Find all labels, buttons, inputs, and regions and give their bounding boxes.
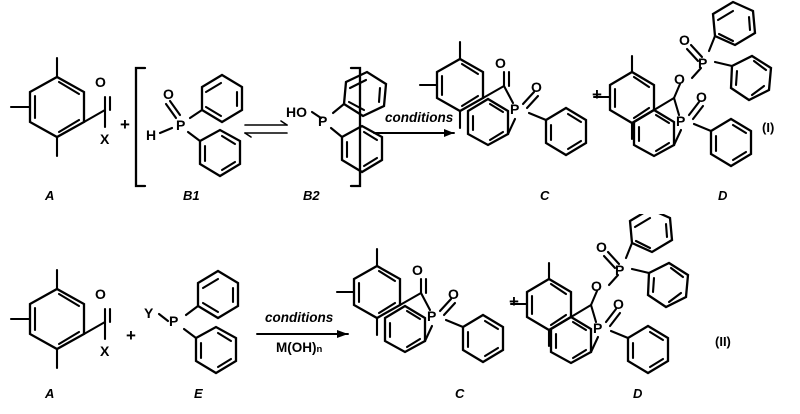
- structure-label-d-2: D: [633, 386, 643, 401]
- tautomer-bracket-left: [134, 66, 147, 188]
- atom-label-o-c2-ketone: O: [412, 262, 423, 278]
- structure-label-a-1: A: [45, 188, 55, 203]
- structure-label-d-1: D: [718, 188, 728, 203]
- structure-label-e: E: [194, 386, 203, 401]
- metal-hydroxide-formula: M(OH): [276, 340, 317, 355]
- structure-label-b1: B1: [183, 188, 200, 203]
- atom-label-o-a1: O: [95, 74, 106, 90]
- structure-label-c-2: C: [455, 386, 465, 401]
- reaction-conditions-label-1: conditions: [385, 110, 454, 125]
- structure-label-a-2: A: [45, 386, 55, 401]
- equation-two-graphic: X O + Y P: [9, 214, 690, 375]
- equation-number-2: (II): [715, 334, 731, 349]
- plus-sign-2: +: [592, 85, 602, 104]
- compound-a-mesityl-ring: [9, 56, 112, 158]
- equilibrium-arrow: [244, 120, 288, 138]
- atom-label-o-c1-ketone: O: [495, 55, 506, 71]
- atom-label-p-d2-bottom: P: [593, 320, 602, 336]
- atom-label-o-d1-ester: O: [674, 71, 685, 87]
- atom-label-y-e: Y: [144, 305, 154, 321]
- compound-d-bisphosphorus-1: [592, 0, 773, 168]
- compound-c-acylphosphine-oxide-2: [335, 247, 505, 364]
- compound-d-bisphosphorus-2: [509, 214, 690, 375]
- atom-label-o-d2-phosphoryl-top: O: [596, 239, 607, 255]
- reaction-conditions-label-2: conditions: [265, 310, 334, 325]
- compound-c-acylphosphine-oxide-1: [418, 40, 588, 157]
- atom-label-o-d2-phosphoryl-bottom: O: [613, 296, 624, 312]
- atom-label-o-c2-phosphoryl: O: [448, 286, 459, 302]
- reaction-arrow-two: [256, 330, 349, 338]
- plus-sign-3: +: [126, 326, 136, 345]
- atom-label-o-d2-ester: O: [591, 278, 602, 294]
- atom-label-x-a2: X: [100, 343, 110, 359]
- atom-label-p-c2: P: [427, 308, 436, 324]
- atom-label-p-e: P: [169, 313, 178, 329]
- metal-hydroxide-reagent: M(OH)n: [276, 340, 322, 355]
- atom-label-p-b1: P: [176, 117, 185, 133]
- atom-label-o-d1-phosphoryl-bottom: O: [696, 89, 707, 105]
- reaction-arrow-one: [373, 129, 455, 137]
- compound-b2-phosphinous-acid: [310, 70, 388, 174]
- atom-label-o-b1: O: [163, 86, 174, 102]
- atom-label-x-a1: X: [100, 131, 110, 147]
- structure-label-c-1: C: [540, 188, 550, 203]
- compound-b1-phosphine-oxide: [158, 73, 244, 178]
- atom-label-o-d1-phosphoryl-top: O: [679, 32, 690, 48]
- equation-number-1: (I): [762, 120, 775, 135]
- atom-label-p-b2: P: [318, 113, 327, 129]
- atom-label-ho-b2: HO: [286, 104, 307, 120]
- atom-label-h-b1: H: [146, 127, 156, 143]
- compound-e-y-phosphine: [157, 269, 240, 375]
- structure-label-b2: B2: [303, 188, 320, 203]
- atom-label-p-d1-bottom: P: [676, 113, 685, 129]
- atom-label-p-c1: P: [510, 101, 519, 117]
- plus-sign-1: +: [120, 115, 130, 134]
- atom-label-p-d1-top: P: [698, 55, 707, 71]
- metal-hydroxide-subscript: n: [316, 344, 323, 355]
- compound-a-mesityl-ring-2: [9, 268, 112, 370]
- atom-label-p-d2-top: P: [615, 262, 624, 278]
- atom-label-o-a2: O: [95, 286, 106, 302]
- atom-label-o-c1-phosphoryl: O: [531, 79, 542, 95]
- equation-one-graphic: X O + O: [9, 0, 773, 188]
- plus-sign-4: +: [509, 292, 519, 311]
